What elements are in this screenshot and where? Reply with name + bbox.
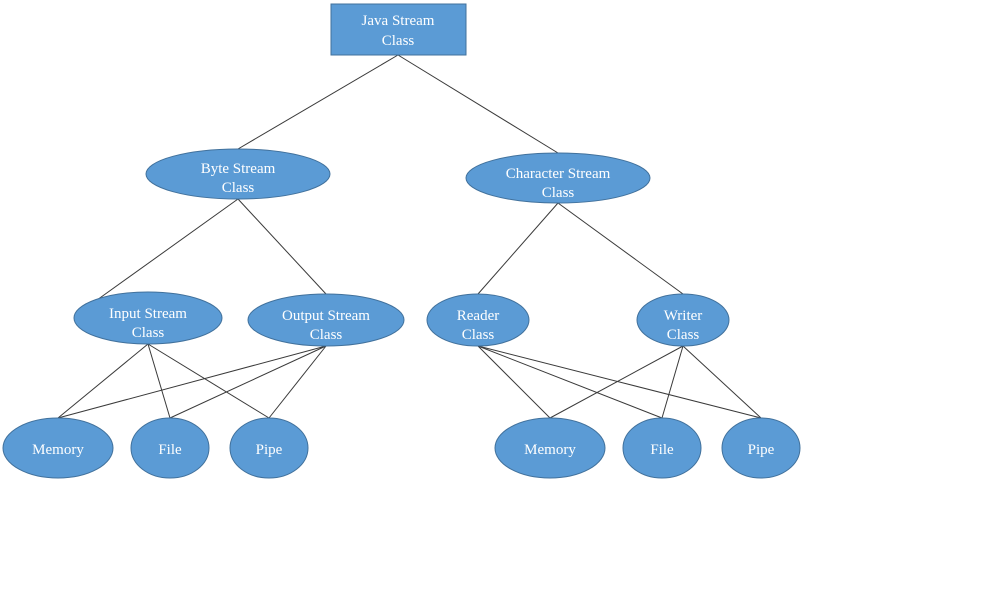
edge-root-byte [237,54,399,150]
node-reader-class: Reader Class [426,293,530,347]
node-byte-stream-class-line1: Byte Stream [201,161,276,177]
node-byte-memory: Memory [2,417,114,479]
node-character-stream-class: Character Stream Class [465,152,651,204]
node-output-stream-class: Output Stream Class [247,293,405,347]
node-char-file: File [622,417,702,479]
node-reader-class-line1: Reader [457,308,499,324]
node-java-stream-class-line2: Class [382,33,415,49]
node-writer-class-line2: Class [667,327,700,343]
node-byte-pipe: Pipe [229,417,309,479]
edge-char-writer [557,202,684,295]
edge-input-pipe [147,343,270,419]
edge-writer-pipe [682,345,762,419]
edge-output-file [169,345,327,419]
node-char-memory-label: Memory [524,442,576,458]
node-character-stream-class-line2: Class [542,185,575,201]
node-byte-file: File [130,417,210,479]
edge-output-pipe [268,345,327,419]
node-input-stream-class: Input Stream Class [73,291,223,345]
edge-root-char [397,54,559,154]
edge-writer-file [661,345,684,419]
node-byte-stream-class: Byte Stream Class [145,148,331,200]
edge-writer-memory [549,345,684,419]
node-char-pipe-label: Pipe [748,442,775,458]
edge-reader-memory [477,345,551,419]
node-java-stream-class: Java Stream Class [330,3,467,56]
edge-input-memory [57,343,149,419]
node-output-stream-class-line2: Class [310,327,343,343]
node-writer-class: Writer Class [636,293,730,347]
edge-input-file [147,343,171,419]
edge-output-memory [57,345,327,419]
node-byte-pipe-label: Pipe [256,442,283,458]
edge-byte-input [96,198,239,301]
edge-byte-output [237,198,327,295]
node-byte-file-label: File [158,442,182,458]
node-reader-class-line2: Class [462,327,495,343]
node-writer-class-line1: Writer [664,308,703,324]
node-character-stream-class-line1: Character Stream [506,166,611,182]
node-char-memory: Memory [494,417,606,479]
node-byte-stream-class-line2: Class [222,180,255,196]
edge-reader-pipe [477,345,762,419]
node-input-stream-class-line2: Class [132,325,165,341]
node-java-stream-class-line1: Java Stream [362,13,435,29]
node-char-file-label: File [650,442,674,458]
node-output-stream-class-line1: Output Stream [282,308,370,324]
node-input-stream-class-line1: Input Stream [109,306,187,322]
node-byte-memory-label: Memory [32,442,84,458]
node-char-pipe: Pipe [721,417,801,479]
edge-reader-file [477,345,663,419]
edge-char-reader [477,202,559,295]
edges [57,54,762,419]
